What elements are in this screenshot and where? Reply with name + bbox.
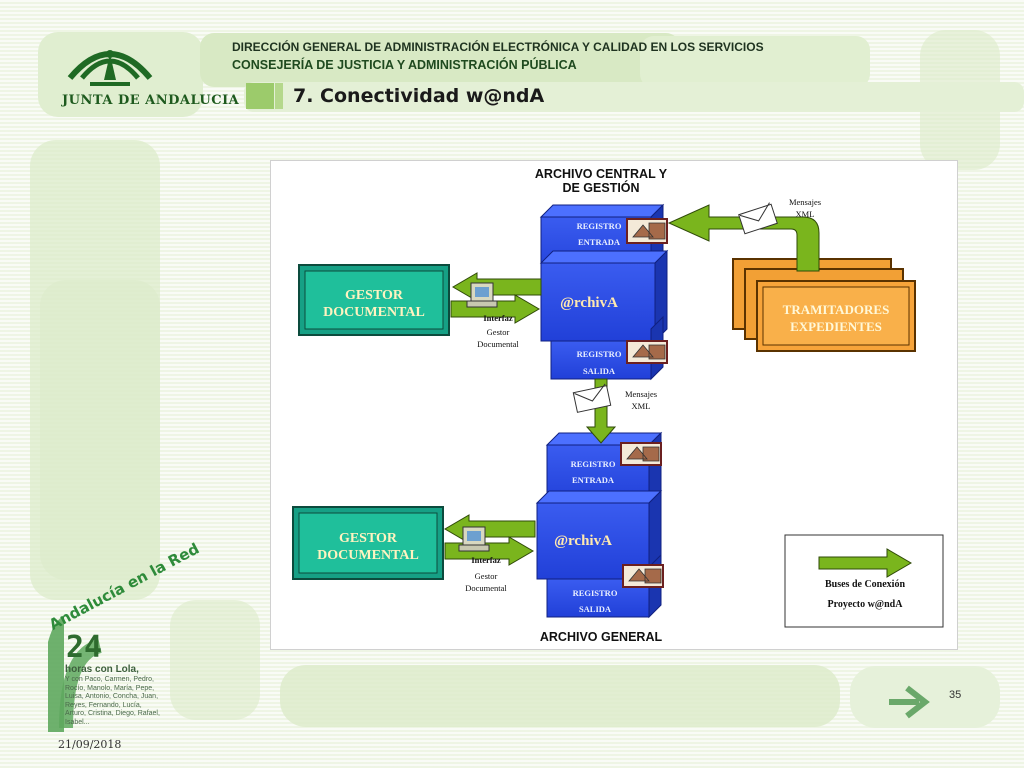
registro-label: SALIDA — [583, 366, 616, 376]
title-square — [275, 83, 283, 109]
xml-curved-arrow — [667, 204, 820, 272]
registro-mail-icon — [620, 442, 662, 466]
registro-mail-icon — [622, 564, 664, 588]
bottom-gestor-documental-box — [292, 506, 444, 580]
org-line-1: DIRECCIÓN GENERAL DE ADMINISTRACIÓN ELEC… — [232, 40, 764, 54]
envelope-icon — [572, 383, 612, 413]
computer-icon — [466, 282, 498, 308]
mensajes-label: Mensajes — [789, 197, 821, 207]
registro-mail-icon — [626, 340, 668, 364]
top-archiva-box — [539, 249, 669, 343]
tramitadores-label: EXPEDIENTES — [790, 319, 882, 334]
top-archive-title: ARCHIVO CENTRAL Y DE GESTIÓN — [521, 167, 681, 195]
slide-title: 7. Conectividad w@ndA — [293, 85, 545, 107]
registro-label: REGISTRO — [573, 588, 618, 598]
interfaz-label: Interfaz — [483, 313, 512, 323]
connectivity-diagram: REGISTRO ENTRADA REGISTRO SALIDA REGISTR… — [270, 160, 958, 650]
logo-panel — [38, 32, 203, 117]
registro-label: REGISTRO — [577, 349, 622, 359]
registro-label: SALIDA — [579, 604, 612, 614]
interfaz-label: Documental — [465, 583, 507, 593]
bg-decoration — [280, 665, 840, 727]
interfaz-label: Interfaz — [471, 555, 500, 565]
title-square — [246, 83, 274, 109]
diagram-canvas: REGISTRO ENTRADA REGISTRO SALIDA REGISTR… — [292, 197, 944, 628]
next-arrow-icon[interactable] — [885, 682, 935, 722]
tramitadores-label: TRAMITADORES — [783, 302, 890, 317]
interfaz-label: Gestor — [475, 571, 498, 581]
mensajes-label: Mensajes — [625, 389, 657, 399]
bg-decoration — [170, 600, 260, 720]
gestor-label: DOCUMENTAL — [323, 305, 425, 320]
legend — [784, 534, 944, 628]
registro-label: REGISTRO — [577, 221, 622, 231]
tramitadores-expedientes-stack — [732, 258, 916, 352]
top-archive-title-line: DE GESTIÓN — [562, 181, 640, 195]
legend-label: Proyecto w@ndA — [828, 599, 904, 610]
campaign-text: Y con Paco, Carmen, Pedro, Rocío, Manolo… — [65, 676, 160, 726]
registro-label: REGISTRO — [571, 459, 616, 469]
registro-label: ENTRADA — [572, 475, 615, 485]
campaign-number: 24 — [66, 630, 103, 665]
campaign-graphic — [48, 616, 103, 732]
mensajes-label: XML — [632, 401, 651, 411]
registro-mail-icon — [626, 218, 668, 244]
header-bar — [640, 36, 870, 88]
legend-label: Buses de Conexión — [825, 579, 905, 590]
junta-andalucia-logo-icon — [67, 50, 153, 86]
interfaz-label: Gestor — [487, 327, 510, 337]
envelope-icon — [738, 202, 778, 235]
org-line-2: CONSEJERÍA DE JUSTICIA Y ADMINISTRACIÓN … — [232, 58, 577, 72]
gestor-label: GESTOR — [345, 288, 404, 303]
bg-decoration — [850, 666, 1000, 728]
archiva-label: @rchivA — [554, 533, 612, 549]
campaign-block — [40, 608, 230, 738]
computer-icon — [458, 526, 490, 552]
bg-decoration — [40, 280, 160, 580]
top-archive-title-line: ARCHIVO CENTRAL Y — [534, 167, 668, 181]
interfaz-label: Documental — [477, 339, 519, 349]
bottom-archive-title: ARCHIVO GENERAL — [539, 630, 663, 644]
registro-label: ENTRADA — [578, 237, 621, 247]
title-bar — [244, 82, 1024, 112]
gestor-label: DOCUMENTAL — [317, 548, 419, 563]
mensajes-label: XML — [796, 209, 815, 219]
logo-text: JUNTA DE ANDALUCIA — [62, 93, 240, 108]
archiva-label: @rchivA — [560, 295, 618, 311]
page-number: 35 — [949, 689, 962, 701]
gestor-label: GESTOR — [339, 531, 398, 546]
footer-date: 21/09/2018 — [58, 738, 122, 751]
top-gestor-documental-box — [298, 264, 450, 336]
header-bar — [200, 33, 680, 87]
campaign-strong: horas con Lola, — [65, 664, 139, 675]
